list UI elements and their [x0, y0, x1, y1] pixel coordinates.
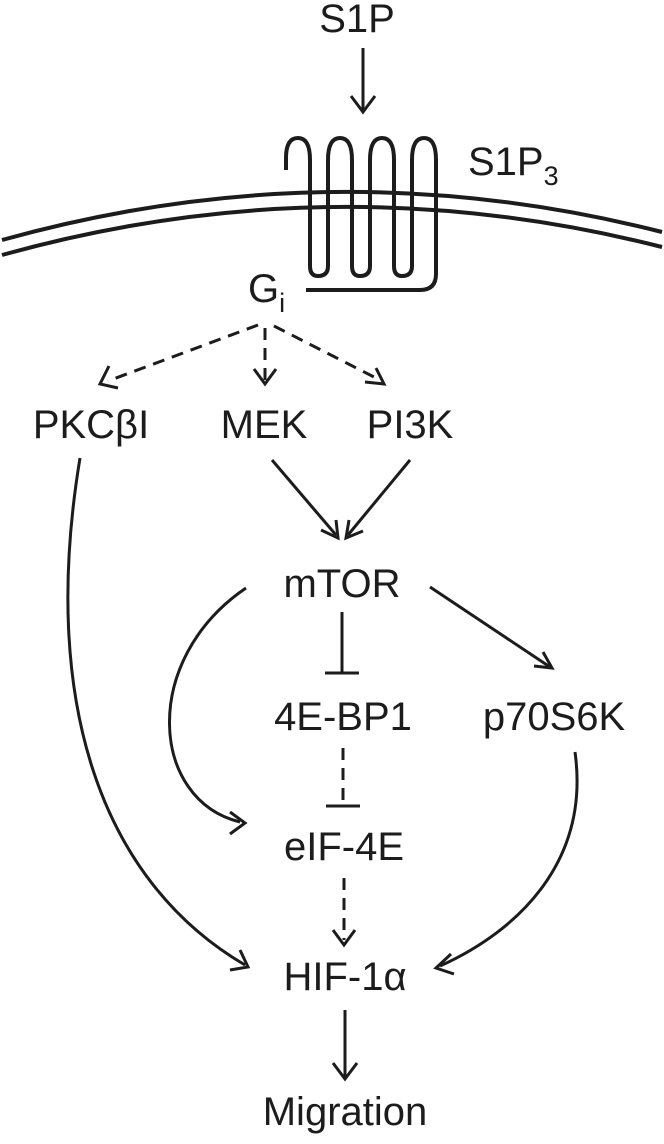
edge-pi3k-to-mtor	[346, 459, 412, 536]
arrowhead-mtor-to-eif4e	[229, 810, 248, 836]
arrowhead-pkc-to-hif1a	[229, 949, 251, 972]
pi3k-label: PI3K	[367, 403, 454, 447]
p70s6k-label: p70S6K	[483, 695, 626, 739]
arrowhead-gi-to-mek	[252, 368, 278, 387]
eif4e-label: eIF-4E	[284, 825, 404, 869]
s1p3-label-main: S1P	[468, 140, 544, 184]
s1p3-label-subscript: 3	[544, 161, 559, 191]
edge-mek-to-mtor	[270, 459, 338, 536]
arrowhead-s1p-to-receptor	[349, 95, 377, 115]
edge-gi-to-pi3k	[273, 324, 377, 380]
arrowhead-p70s6k-to-hif1a	[433, 952, 455, 976]
arrowhead-gi-to-pkc	[97, 365, 119, 390]
arrowhead-eif4e-to-hif1a	[331, 929, 357, 948]
mtor-label: mTOR	[283, 562, 400, 606]
gi-label-main: G	[248, 267, 279, 311]
edge-p70s6k-to-hif1a	[439, 751, 579, 968]
arrowhead-gi-to-pi3k	[364, 367, 387, 386]
cell-membrane-outer	[1, 189, 663, 242]
gi-label-subscript: i	[279, 288, 285, 318]
edge-mtor-to-p70s6k	[429, 585, 551, 669]
migration-label: Migration	[263, 1090, 428, 1134]
gi-label: Gi	[248, 267, 285, 318]
arrowhead-mek-to-mtor	[320, 519, 340, 541]
arrowhead-pi3k-to-mtor	[344, 519, 364, 541]
cell-membrane-inner	[1, 204, 663, 257]
mek-label: MEK	[221, 403, 308, 447]
4ebp1-label: 4E-BP1	[274, 695, 412, 739]
s1p3-receptor-icon	[284, 136, 438, 292]
s1p-label: S1P	[319, 0, 395, 41]
hif1a-label: HIF-1α	[283, 955, 406, 999]
edge-gi-to-pkc	[107, 323, 259, 383]
arrowhead-mtor-to-p70s6k	[533, 651, 555, 670]
edge-mtor-to-eif4e	[168, 586, 247, 824]
pkc-beta-label: PKCβI	[33, 403, 149, 447]
s1p3-label: S1P3	[468, 140, 559, 191]
edge-pkc-to-hif1a	[66, 457, 246, 967]
arrowhead-hif1a-to-migration	[331, 1062, 359, 1082]
